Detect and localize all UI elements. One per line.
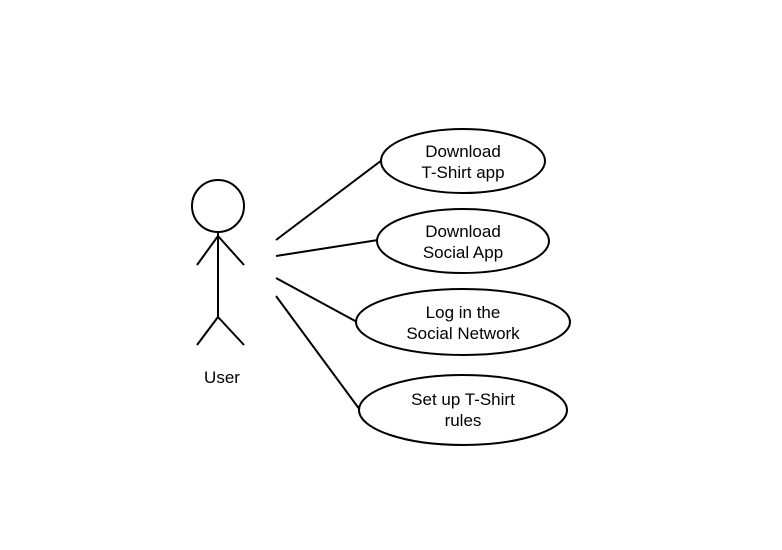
use-case-ellipse xyxy=(380,128,546,194)
use-case-ellipse xyxy=(376,208,550,274)
use-case-label-line2: T-Shirt app xyxy=(421,163,504,182)
association-line-download-social-app xyxy=(275,239,379,257)
use-case-label-line2: rules xyxy=(445,411,482,430)
actor-user: User xyxy=(191,179,245,387)
association-line-set-up-tshirt-rules xyxy=(275,295,361,411)
use-case-download-social-app: Download Social App xyxy=(376,208,550,274)
actor-left-arm xyxy=(196,235,219,266)
use-case-label-line1: Log in the xyxy=(426,303,501,322)
actor-right-arm xyxy=(217,235,245,266)
use-case-ellipse xyxy=(358,374,568,446)
use-case-label-line2: Social Network xyxy=(406,324,520,343)
use-case-label-line1: Set up T-Shirt xyxy=(411,390,515,409)
use-case-label-line2: Social App xyxy=(423,243,503,262)
use-case-download-tshirt-app: Download T-Shirt app xyxy=(380,128,546,194)
association-line-log-in-social-network xyxy=(275,277,358,323)
use-case-label-line1: Download xyxy=(425,142,501,161)
use-case-set-up-tshirt-rules: Set up T-Shirt rules xyxy=(358,374,568,446)
association-line-download-tshirt-app xyxy=(275,159,383,241)
actor-right-leg xyxy=(217,316,245,346)
use-case-ellipse xyxy=(355,288,571,356)
use-case-log-in-social-network: Log in the Social Network xyxy=(355,288,571,356)
use-case-label-line1: Download xyxy=(425,222,501,241)
actor-label: User xyxy=(204,368,240,387)
actor-head xyxy=(191,179,245,233)
actor-left-leg xyxy=(196,316,219,346)
